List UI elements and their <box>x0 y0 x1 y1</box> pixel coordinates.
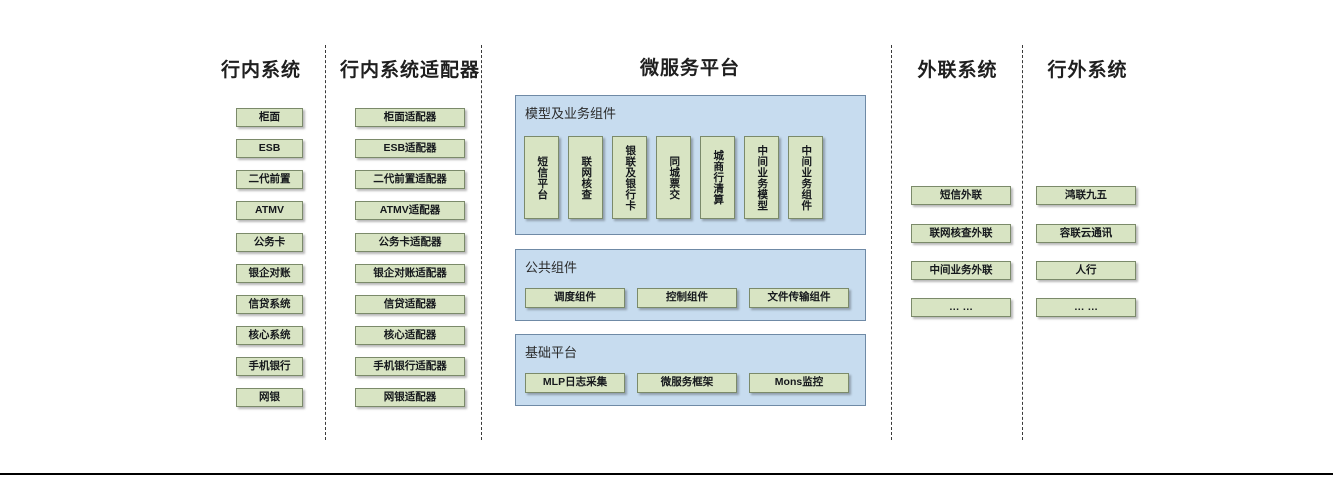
node-inbank-adapter[interactable]: 银企对账适配器 <box>355 264 465 283</box>
node-inbank-adapter[interactable]: 柜面适配器 <box>355 108 465 127</box>
node-model-component[interactable]: 银联及银行卡 <box>612 136 647 219</box>
column-title-external-link-systems: 外联系统 <box>917 60 998 81</box>
panel-title-model-and-business-components: 模型及业务组件 <box>525 106 617 121</box>
node-base-platform-component[interactable]: MLP日志采集 <box>525 373 625 393</box>
node-base-platform-component[interactable]: Mons监控 <box>749 373 849 393</box>
bottom-rule <box>0 473 1333 475</box>
divider-4 <box>1022 45 1023 440</box>
node-model-component[interactable]: 中间业务组件 <box>788 136 823 219</box>
node-external-link-system[interactable]: 联网核查外联 <box>911 224 1011 243</box>
column-title-inbank-adapters: 行内系统适配器 <box>340 60 481 81</box>
node-public-component[interactable]: 调度组件 <box>525 288 625 308</box>
divider-1 <box>325 45 326 440</box>
column-title-inbank-systems: 行内系统 <box>220 60 301 81</box>
node-external-link-system[interactable]: 中间业务外联 <box>911 261 1011 280</box>
node-inbank-system[interactable]: ATMV <box>236 201 303 220</box>
panel-base-platform <box>515 334 866 406</box>
node-inbank-adapter[interactable]: ATMV适配器 <box>355 201 465 220</box>
node-inbank-system[interactable]: 柜面 <box>236 108 303 127</box>
node-inbank-adapter[interactable]: 公务卡适配器 <box>355 233 465 252</box>
node-inbank-system[interactable]: 二代前置 <box>236 170 303 189</box>
node-inbank-system[interactable]: 信贷系统 <box>236 295 303 314</box>
node-model-component[interactable]: 中间业务模型 <box>744 136 779 219</box>
node-outside-bank-system[interactable]: 容联云通讯 <box>1036 224 1136 243</box>
node-inbank-system[interactable]: 手机银行 <box>236 357 303 376</box>
node-model-component[interactable]: 短信平台 <box>524 136 559 219</box>
node-inbank-adapter[interactable]: 手机银行适配器 <box>355 357 465 376</box>
node-outside-bank-system[interactable]: … … <box>1036 298 1136 317</box>
node-public-component[interactable]: 文件传输组件 <box>749 288 849 308</box>
panel-public-components <box>515 249 866 321</box>
node-model-component[interactable]: 同城票交 <box>656 136 691 219</box>
divider-2 <box>481 45 482 440</box>
node-inbank-system[interactable]: 银企对账 <box>236 264 303 283</box>
node-inbank-adapter[interactable]: 网银适配器 <box>355 388 465 407</box>
divider-3 <box>891 45 892 440</box>
node-inbank-adapter[interactable]: 信贷适配器 <box>355 295 465 314</box>
column-title-microservice-platform: 微服务平台 <box>639 58 740 79</box>
node-public-component[interactable]: 控制组件 <box>637 288 737 308</box>
column-title-outside-bank-systems: 行外系统 <box>1047 60 1128 81</box>
panel-title-base-platform: 基础平台 <box>525 345 578 360</box>
node-outside-bank-system[interactable]: 人行 <box>1036 261 1136 280</box>
node-inbank-system[interactable]: 网银 <box>236 388 303 407</box>
node-model-component[interactable]: 城商行清算 <box>700 136 735 219</box>
node-inbank-system[interactable]: 公务卡 <box>236 233 303 252</box>
node-external-link-system[interactable]: 短信外联 <box>911 186 1011 205</box>
node-base-platform-component[interactable]: 微服务框架 <box>637 373 737 393</box>
node-inbank-system[interactable]: 核心系统 <box>236 326 303 345</box>
node-external-link-system[interactable]: … … <box>911 298 1011 317</box>
node-model-component[interactable]: 联网核查 <box>568 136 603 219</box>
node-inbank-adapter[interactable]: 二代前置适配器 <box>355 170 465 189</box>
panel-title-public-components: 公共组件 <box>525 260 578 275</box>
node-outside-bank-system[interactable]: 鸿联九五 <box>1036 186 1136 205</box>
node-inbank-adapter[interactable]: ESB适配器 <box>355 139 465 158</box>
node-inbank-system[interactable]: ESB <box>236 139 303 158</box>
node-inbank-adapter[interactable]: 核心适配器 <box>355 326 465 345</box>
